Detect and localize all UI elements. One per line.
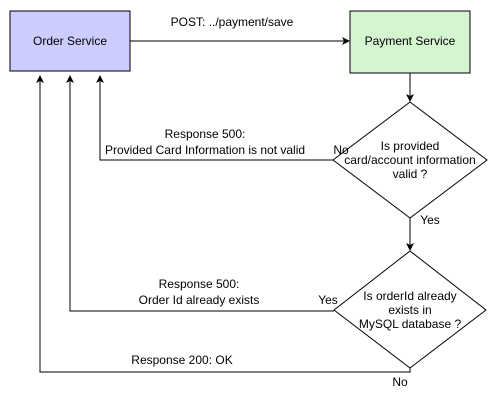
card-validity-question-line-2: card/account information bbox=[344, 153, 475, 167]
payment-service-box bbox=[349, 10, 471, 74]
order-exists-question-line-2: exists in bbox=[388, 303, 431, 317]
card-invalid-response-line-2: Provided Card Information is not valid bbox=[105, 143, 305, 157]
card-invalid-no-label: No bbox=[333, 143, 349, 157]
card-validity-decision bbox=[332, 101, 488, 219]
post-request-label: POST: ../payment/save bbox=[171, 15, 294, 29]
order-exists-response-arrow bbox=[66, 75, 334, 312]
order-not-exists-no-label: No bbox=[392, 375, 408, 389]
order-service-box bbox=[9, 10, 131, 72]
order-exists-response-line-1: Response 500: bbox=[159, 277, 240, 291]
ok-response-label: Response 200: OK bbox=[131, 353, 232, 367]
payment-service-label: Payment Service bbox=[365, 34, 456, 48]
card-valid-yes-label: Yes bbox=[420, 213, 440, 227]
order-service-label: Order Service bbox=[33, 34, 107, 48]
ok-response-arrow bbox=[36, 75, 411, 373]
card-invalid-response-line-1: Response 500: bbox=[165, 127, 246, 141]
card-invalid-response-arrow bbox=[96, 75, 333, 161]
order-exists-question-line-1: Is orderId already bbox=[363, 289, 456, 303]
card-validity-question-line-1: Is provided bbox=[381, 139, 440, 153]
order-exists-question-line-3: MySQL database ? bbox=[359, 317, 462, 331]
order-exists-decision bbox=[333, 250, 487, 369]
order-exists-yes-label: Yes bbox=[318, 293, 338, 307]
card-validity-question-line-3: valid ? bbox=[393, 167, 428, 181]
order-exists-response-line-2: Order Id already exists bbox=[139, 293, 260, 307]
